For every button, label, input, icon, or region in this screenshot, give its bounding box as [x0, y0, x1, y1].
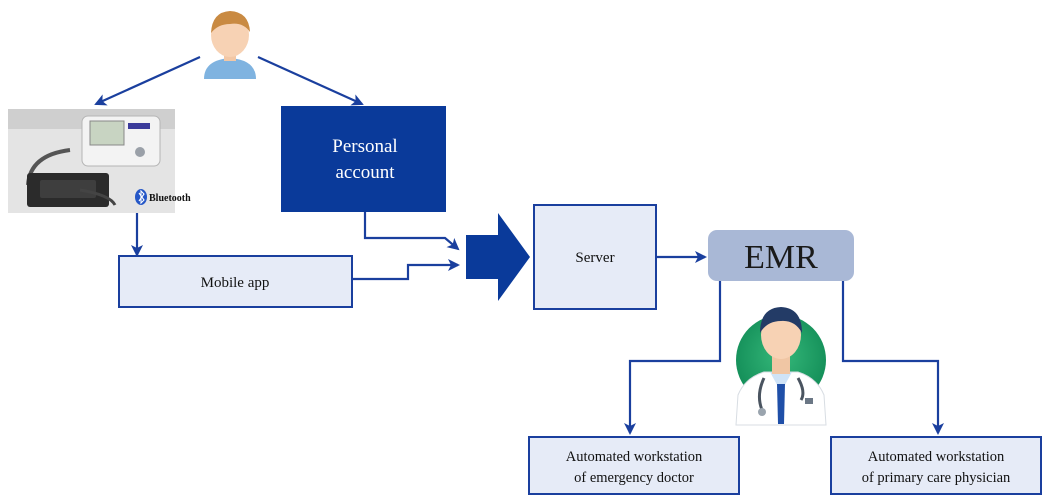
arrow-patient-to-device — [94, 55, 201, 106]
blood-pressure-monitor-icon — [8, 109, 175, 213]
personal-account-label-line2: account — [335, 162, 395, 183]
bluetooth-label: Bluetooth — [149, 193, 191, 204]
emr-box: EMR — [708, 230, 854, 281]
doctor-avatar-icon — [735, 307, 827, 426]
emergency-workstation-box: Automated workstation of emergency docto… — [528, 436, 740, 495]
primary-workstation-label-line2: of primary care physician — [862, 470, 1011, 486]
personal-account-label-line1: Personal — [332, 136, 397, 157]
arrow-personal-account-to-server — [363, 212, 460, 251]
connectors — [94, 55, 944, 435]
primary-workstation-box: Automated workstation of primary care ph… — [830, 436, 1042, 495]
primary-workstation-label-line1: Automated workstation — [868, 449, 1005, 465]
arrow-patient-to-personal-account — [257, 55, 364, 106]
mobile-app-box: Mobile app — [118, 255, 353, 308]
emergency-workstation-label-line2: of emergency doctor — [574, 470, 694, 486]
arrow-emr-to-emergency-workstation — [624, 281, 722, 435]
emergency-workstation-label-line1: Automated workstation — [566, 449, 703, 465]
arrow-emr-to-primary-workstation — [841, 281, 944, 435]
mobile-app-label: Mobile app — [201, 275, 270, 291]
bluetooth-icon — [135, 189, 147, 205]
arrow-mobile-app-to-server — [352, 259, 460, 281]
personal-account-box: Personal account — [281, 106, 446, 212]
emr-label: EMR — [744, 239, 818, 276]
patient-avatar-icon — [204, 11, 256, 79]
server-label: Server — [575, 250, 614, 266]
big-arrow-to-server — [466, 213, 530, 301]
server-box: Server — [533, 204, 657, 310]
